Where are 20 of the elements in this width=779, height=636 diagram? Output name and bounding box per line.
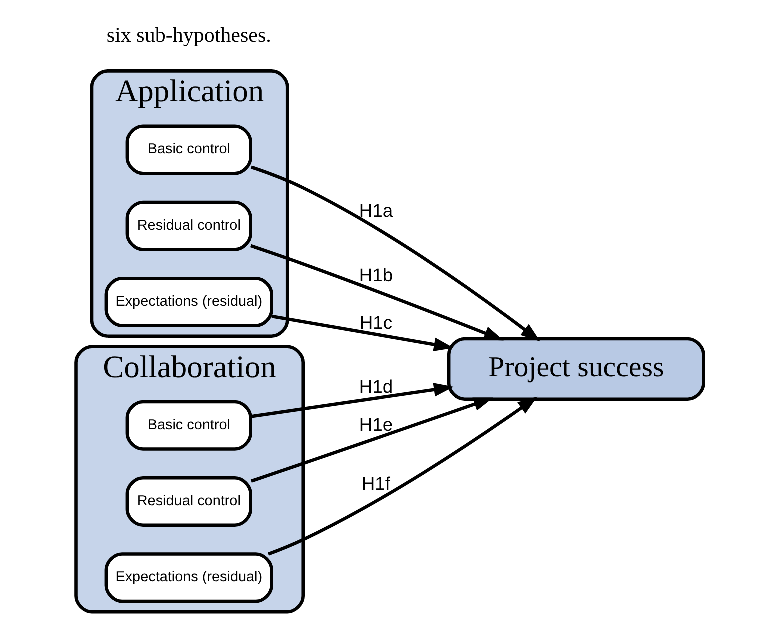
node-box: Basic control — [125, 124, 252, 176]
arrow — [250, 398, 494, 483]
node-box: Residual control — [125, 476, 252, 528]
edge-label: H1b — [358, 264, 393, 286]
node-box: Basic control — [125, 400, 252, 451]
node-box: Expectations (residual) — [104, 552, 273, 604]
arrow — [271, 314, 454, 352]
edge-label: H1c — [359, 312, 392, 333]
arrow — [267, 396, 538, 556]
edge-label: H1e — [358, 414, 393, 436]
node-box: Residual control — [125, 200, 252, 252]
edge-label: H1f — [361, 473, 390, 494]
node-box: Expectations (residual) — [104, 276, 273, 328]
label: six sub-hypotheses. — [106, 23, 271, 48]
arrow — [250, 244, 504, 341]
edge-label: H1a — [358, 200, 393, 222]
edge-label: H1d — [358, 376, 393, 398]
arrow — [250, 383, 454, 418]
arrow — [250, 166, 540, 342]
node-box: Project success — [446, 337, 705, 402]
